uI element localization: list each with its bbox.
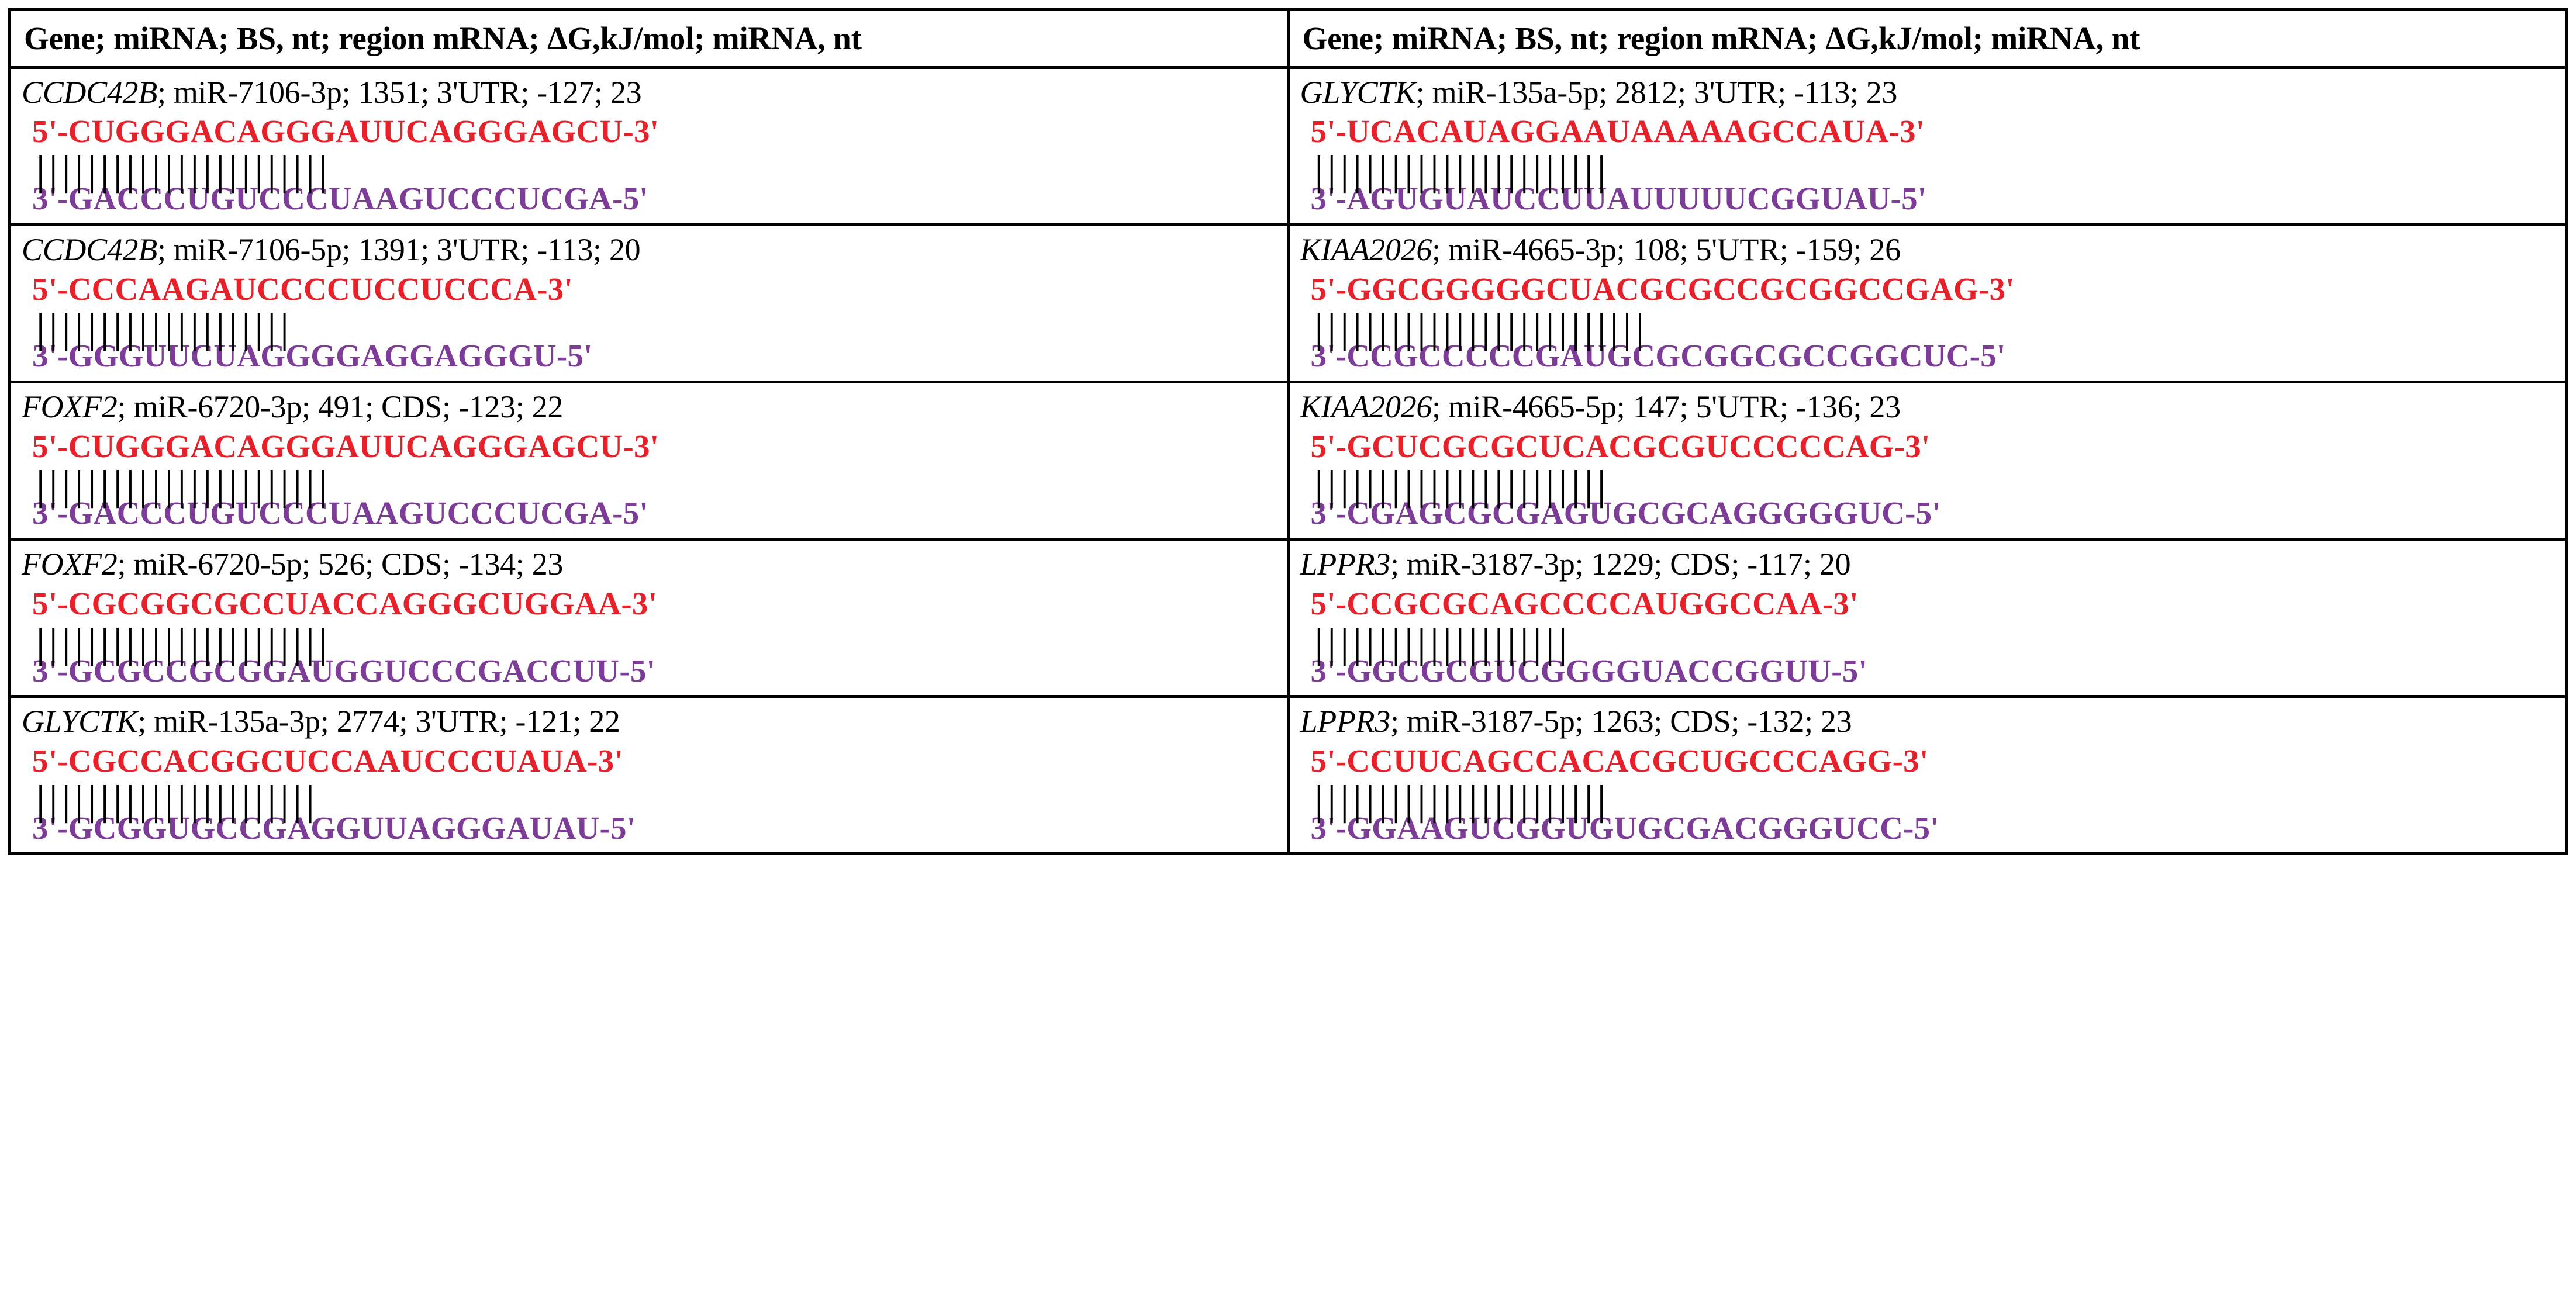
entry-meta: GLYCTK; miR-135a-5p; 2812; 3'UTR; -113; … bbox=[1300, 74, 2565, 114]
column-header-right: Gene; miRNA; BS, nt; region mRNA; ΔG,kJ/… bbox=[1286, 8, 2568, 69]
header-row: Gene; miRNA; BS, nt; region mRNA; ΔG,kJ/… bbox=[8, 8, 2568, 69]
duplex-cell-right: GLYCTK; miR-135a-5p; 2812; 3'UTR; -113; … bbox=[1286, 65, 2568, 226]
mrna-sequence: 5'-CGCCACGGCUCCAAUCCCUAUA-3' bbox=[32, 743, 623, 779]
table-body: CCDC42B; miR-7106-3p; 1351; 3'UTR; -127;… bbox=[8, 65, 2568, 856]
gene-name: KIAA2026 bbox=[1300, 389, 1432, 424]
table-row: FOXF2; miR-6720-3p; 491; CDS; -123; 22 5… bbox=[8, 380, 2568, 541]
entry-details: ; miR-3187-3p; 1229; CDS; -117; 20 bbox=[1390, 547, 1851, 582]
mirna-sequence: 3'-GACCCUGUCCCUAAGUCCCUCGA-5' bbox=[32, 181, 648, 217]
duplex-cell-left: GLYCTK; miR-135a-3p; 2774; 3'UTR; -121; … bbox=[8, 695, 1290, 856]
gene-name: FOXF2 bbox=[22, 547, 118, 582]
entry-meta: GLYCTK; miR-135a-3p; 2774; 3'UTR; -121; … bbox=[22, 703, 1287, 743]
hydrogen-bond-marks: |||||||||||||||||||| bbox=[1315, 622, 1572, 666]
gene-name: FOXF2 bbox=[22, 389, 118, 424]
gene-name: LPPR3 bbox=[1300, 704, 1391, 739]
duplex-cell-left: CCDC42B; miR-7106-3p; 1351; 3'UTR; -127;… bbox=[8, 65, 1290, 226]
hydrogen-bond-marks: |||||||||||||||||||||||||| bbox=[1315, 307, 1649, 352]
hydrogen-bond-marks: ||||||||||||||||||||||| bbox=[37, 622, 333, 666]
entry-details: ; miR-135a-3p; 2774; 3'UTR; -121; 22 bbox=[137, 704, 620, 739]
duplex-cell-left: FOXF2; miR-6720-3p; 491; CDS; -123; 22 5… bbox=[8, 380, 1290, 541]
hydrogen-bond-marks: |||||||||||||||||||| bbox=[37, 307, 294, 352]
mrna-sequence: 5'-CGCGGCGCCUACCAGGGCUGGAA-3' bbox=[32, 585, 658, 621]
entry-meta: FOXF2; miR-6720-3p; 491; CDS; -123; 22 bbox=[22, 388, 1287, 428]
mrna-sequence: 5'-GCUCGCGCUCACGCGUCCCCCAG-3' bbox=[1310, 428, 1931, 464]
duplex-cell-right: LPPR3; miR-3187-5p; 1263; CDS; -132; 23 … bbox=[1286, 695, 2568, 856]
entry-meta: KIAA2026; miR-4665-5p; 147; 5'UTR; -136;… bbox=[1300, 388, 2565, 428]
mrna-sequence: 5'-CUGGGACAGGGAUUCAGGGAGCU-3' bbox=[32, 113, 659, 150]
mirna-sequence: 3'-CGAGCGCGAGUGCGCAGGGGGUC-5' bbox=[1310, 495, 1941, 531]
mirna-sequence: 3'-GACCCUGUCCCUAAGUCCCUCGA-5' bbox=[32, 495, 648, 531]
mrna-sequence: 5'-CCUUCAGCCACACGCUGCCCAGG-3' bbox=[1310, 743, 1929, 779]
mirna-sequence: 3'-GGAAGUCGGUGUGCGACGGGUCC-5' bbox=[1310, 810, 1939, 846]
mrna-sequence: 5'-CCGCGCAGCCCCAUGGCCAA-3' bbox=[1310, 585, 1859, 621]
mirna-sequence: 3'-GGGUUCUAGGGGAGGAGGGU-5' bbox=[32, 338, 593, 374]
gene-name: GLYCTK bbox=[1300, 74, 1417, 110]
mirna-sequence: 3'-CCGCCCCCGAUGCGCGGCGCCGGCUC-5' bbox=[1310, 338, 2006, 374]
mrna-sequence: 5'-CUGGGACAGGGAUUCAGGGAGCU-3' bbox=[32, 428, 659, 464]
mirna-sequence: 3'-GGCGCGUCGGGGUACCGGUU-5' bbox=[1310, 652, 1867, 689]
table-row: CCDC42B; miR-7106-5p; 1391; 3'UTR; -113;… bbox=[8, 223, 2568, 383]
hydrogen-bond-marks: ||||||||||||||||||||||| bbox=[1315, 779, 1611, 824]
gene-name: GLYCTK bbox=[22, 704, 138, 739]
hydrogen-bond-marks: ||||||||||||||||||||||| bbox=[37, 465, 333, 509]
mirna-sequence: 3'-GCGGUGCCGAGGUUAGGGAUAU-5' bbox=[32, 810, 636, 846]
entry-meta: LPPR3; miR-3187-5p; 1263; CDS; -132; 23 bbox=[1300, 703, 2565, 743]
table-row: CCDC42B; miR-7106-3p; 1351; 3'UTR; -127;… bbox=[8, 65, 2568, 226]
entry-meta: KIAA2026; miR-4665-3p; 108; 5'UTR; -159;… bbox=[1300, 231, 2565, 271]
entry-details: ; miR-6720-5p; 526; CDS; -134; 23 bbox=[117, 547, 564, 582]
duplex-cell-right: KIAA2026; miR-4665-3p; 108; 5'UTR; -159;… bbox=[1286, 223, 2568, 383]
mrna-sequence: 5'-GGCGGGGGCUACGCGCCGCGGCCGAG-3' bbox=[1310, 271, 2015, 307]
mrna-sequence: 5'-UCACAUAGGAAUAAAAAGCCAUA-3' bbox=[1310, 113, 1925, 150]
hydrogen-bond-marks: ||||||||||||||||||||||| bbox=[1315, 150, 1611, 195]
column-header-left: Gene; miRNA; BS, nt; region mRNA; ΔG,kJ/… bbox=[8, 8, 1290, 69]
entry-details: ; miR-4665-5p; 147; 5'UTR; -136; 23 bbox=[1432, 389, 1901, 424]
duplex-cell-right: LPPR3; miR-3187-3p; 1229; CDS; -117; 20 … bbox=[1286, 538, 2568, 699]
table-head: Gene; miRNA; BS, nt; region mRNA; ΔG,kJ/… bbox=[8, 8, 2568, 69]
gene-name: CCDC42B bbox=[22, 231, 157, 267]
mirna-sequence: 3'-GCGCCGCGGAUGGUCCCGACCUU-5' bbox=[32, 652, 656, 689]
hydrogen-bond-marks: ||||||||||||||||||||||| bbox=[1315, 465, 1611, 509]
table-row: FOXF2; miR-6720-5p; 526; CDS; -134; 23 5… bbox=[8, 538, 2568, 699]
table-row: GLYCTK; miR-135a-3p; 2774; 3'UTR; -121; … bbox=[8, 695, 2568, 856]
hydrogen-bond-marks: |||||||||||||||||||||| bbox=[37, 779, 320, 824]
entry-meta: CCDC42B; miR-7106-3p; 1351; 3'UTR; -127;… bbox=[22, 74, 1287, 114]
duplex-cell-left: FOXF2; miR-6720-5p; 526; CDS; -134; 23 5… bbox=[8, 538, 1290, 699]
gene-name: KIAA2026 bbox=[1300, 231, 1432, 267]
mrna-sequence: 5'-CCCAAGAUCCCCUCCUCCCA-3' bbox=[32, 271, 573, 307]
entry-details: ; miR-4665-3p; 108; 5'UTR; -159; 26 bbox=[1432, 231, 1901, 267]
duplex-cell-left: CCDC42B; miR-7106-5p; 1391; 3'UTR; -113;… bbox=[8, 223, 1290, 383]
entry-details: ; miR-7106-3p; 1351; 3'UTR; -127; 23 bbox=[157, 74, 642, 110]
entry-details: ; miR-7106-5p; 1391; 3'UTR; -113; 20 bbox=[157, 231, 641, 267]
entry-details: ; miR-3187-5p; 1263; CDS; -132; 23 bbox=[1390, 704, 1852, 739]
gene-name: CCDC42B bbox=[22, 74, 157, 110]
hydrogen-bond-marks: ||||||||||||||||||||||| bbox=[37, 150, 333, 195]
gene-name: LPPR3 bbox=[1300, 547, 1391, 582]
entry-meta: CCDC42B; miR-7106-5p; 1391; 3'UTR; -113;… bbox=[22, 231, 1287, 271]
entry-details: ; miR-135a-5p; 2812; 3'UTR; -113; 23 bbox=[1415, 74, 1898, 110]
entry-meta: FOXF2; miR-6720-5p; 526; CDS; -134; 23 bbox=[22, 545, 1287, 586]
entry-details: ; miR-6720-3p; 491; CDS; -123; 22 bbox=[117, 389, 564, 424]
duplex-cell-right: KIAA2026; miR-4665-5p; 147; 5'UTR; -136;… bbox=[1286, 380, 2568, 541]
mirna-sequence: 3'-AGUGUAUCCUUAUUUUUCGGUAU-5' bbox=[1310, 181, 1927, 217]
mirna-binding-sites-table: Gene; miRNA; BS, nt; region mRNA; ΔG,kJ/… bbox=[8, 8, 2568, 856]
entry-meta: LPPR3; miR-3187-3p; 1229; CDS; -117; 20 bbox=[1300, 545, 2565, 586]
